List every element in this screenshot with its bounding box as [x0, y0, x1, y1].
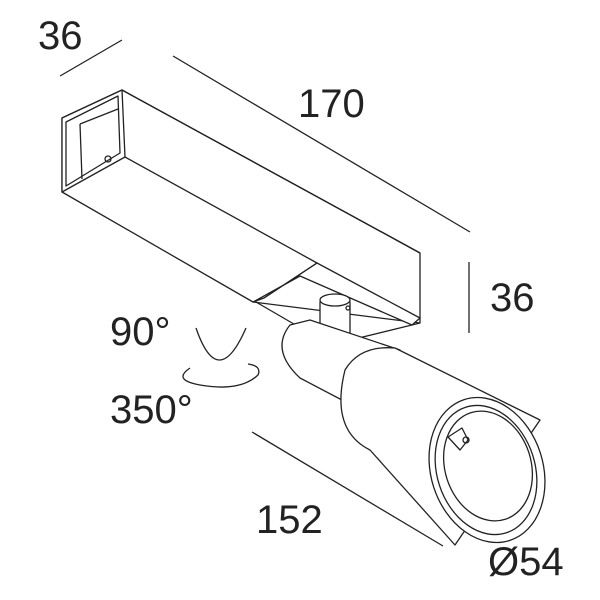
pan-angle-label: 350° — [110, 388, 193, 432]
pan-arrow-icon — [182, 363, 260, 388]
dim-line-length — [172, 55, 471, 233]
tilt-angle-label: 90° — [110, 310, 171, 354]
dim-width-label: 36 — [38, 14, 83, 58]
dim-height-label: 36 — [490, 276, 535, 320]
dim-diameter-label: Ø54 — [488, 540, 564, 584]
dim-spot-length-label: 152 — [256, 498, 323, 542]
dim-line-spot-length — [251, 431, 444, 547]
dim-line-width — [59, 39, 123, 77]
dim-length-label: 170 — [298, 82, 365, 126]
tilt-arrow-icon — [195, 327, 247, 361]
track-adapter — [61, 89, 421, 346]
spotlight — [281, 293, 546, 546]
